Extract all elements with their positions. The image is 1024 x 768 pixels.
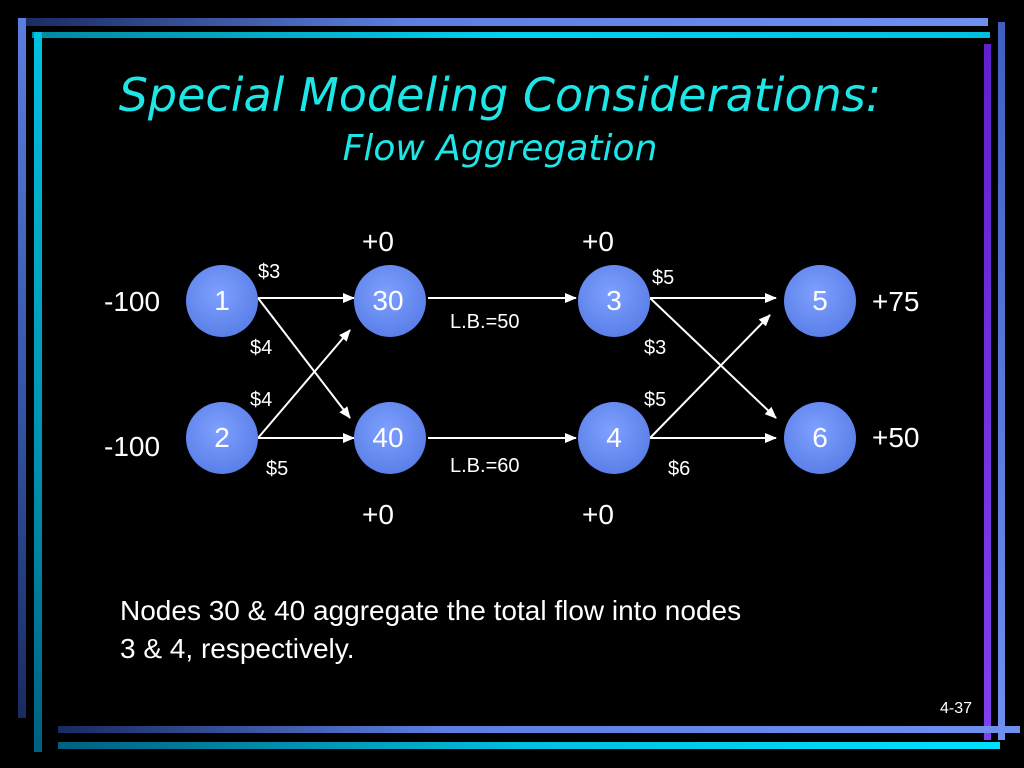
node-5-label: 5: [812, 285, 828, 316]
cost-3-5: $5: [652, 267, 674, 289]
node-1-label: 1: [214, 285, 230, 316]
node-5: 5: [784, 265, 856, 337]
node-6-label: 6: [812, 422, 828, 453]
cost-1-30: $3: [258, 261, 280, 283]
frame-bottom-cyan: [58, 742, 1000, 749]
supply-node-4: +0: [582, 499, 614, 530]
bound-40-4: L.B.=60: [450, 455, 520, 477]
caption-line-1: Nodes 30 & 40 aggregate the total flow i…: [120, 595, 742, 626]
caption-line-2: 3 & 4, respectively.: [120, 633, 355, 664]
node-3-label: 3: [606, 285, 622, 316]
cost-4-5: $5: [644, 389, 666, 411]
node-6: 6: [784, 402, 856, 474]
slide-title: Special Modeling Considerations:: [118, 68, 882, 122]
edge-1-40: [257, 297, 351, 419]
cost-3-6: $3: [644, 337, 666, 359]
edge-4-5: [649, 314, 771, 439]
supply-node-1: -100: [104, 286, 160, 317]
caption: Nodes 30 & 40 aggregate the total flow i…: [120, 592, 920, 668]
slide-subtitle: Flow Aggregation: [342, 128, 658, 169]
node-40: 40: [354, 402, 426, 474]
edges: [257, 293, 777, 443]
demand-node-6: +50: [872, 422, 920, 453]
edge-3-6: [649, 297, 777, 419]
demand-node-5: +75: [872, 286, 920, 317]
frame-left-blue: [18, 18, 26, 718]
cost-2-30: $4: [250, 389, 272, 411]
supply-node-30: +0: [362, 226, 394, 257]
edge-2-30: [257, 329, 351, 439]
frame-bottom-blue: [58, 726, 1020, 733]
cost-2-40: $5: [266, 458, 288, 480]
cost-1-40: $4: [250, 337, 272, 359]
frame-right-blue: [998, 22, 1005, 740]
node-4-label: 4: [606, 422, 622, 453]
cost-4-6: $6: [668, 458, 690, 480]
frame-right-purple: [984, 44, 991, 740]
frame-top-cyan: [32, 32, 990, 38]
node-4: 4: [578, 402, 650, 474]
node-2-label: 2: [214, 422, 230, 453]
bound-30-3: L.B.=50: [450, 311, 520, 333]
frame-left-cyan: [34, 32, 42, 752]
node-3: 3: [578, 265, 650, 337]
node-1: 1: [186, 265, 258, 337]
node-2: 2: [186, 402, 258, 474]
frame-top-blue: [18, 18, 988, 26]
node-30: 30: [354, 265, 426, 337]
node-40-label: 40: [372, 422, 403, 453]
node-30-label: 30: [372, 285, 403, 316]
page-number: 4-37: [939, 700, 972, 717]
supply-node-3: +0: [582, 226, 614, 257]
supply-node-2: -100: [104, 431, 160, 462]
supply-node-40: +0: [362, 499, 394, 530]
